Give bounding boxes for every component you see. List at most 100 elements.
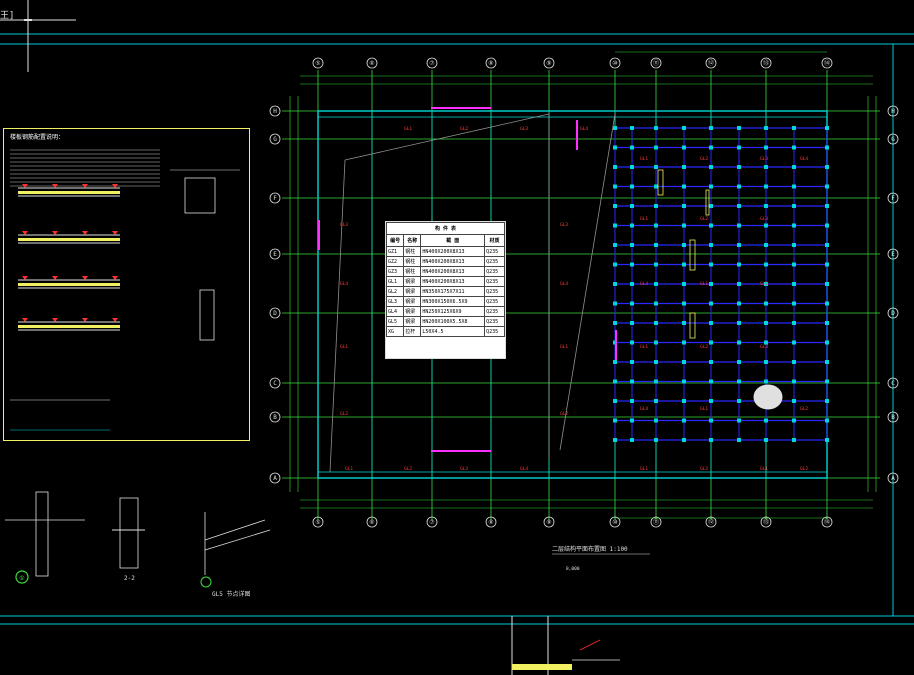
axis-bubble	[760, 516, 772, 528]
column-node	[737, 379, 741, 384]
column-node	[630, 379, 634, 384]
slab-boundary	[329, 159, 346, 473]
magenta-marker	[431, 107, 491, 109]
schedule-cell: 钢梁	[403, 286, 422, 297]
axis-bubble-label: ⑦	[429, 519, 434, 526]
column-node	[613, 145, 617, 150]
viewport-corner-tag[interactable]: 王]	[0, 11, 15, 21]
rebar-sketch	[52, 276, 58, 280]
beam-label: GL1	[640, 216, 648, 222]
beam-label: GL1	[340, 344, 348, 350]
axis-bubble	[366, 516, 378, 528]
axis-bubble-label: ⑭	[824, 59, 830, 67]
schedule-cell: HN400X200X8X13	[420, 266, 486, 277]
beam-label: GL4	[640, 406, 648, 412]
column-node	[709, 321, 713, 325]
column-node	[709, 262, 713, 267]
axis-bubble-label: D	[891, 310, 895, 317]
axis-bubble-label: H	[273, 108, 277, 115]
axis-bubble-label: G	[273, 136, 277, 143]
column-node	[654, 243, 658, 247]
column-node	[682, 243, 686, 247]
schedule-cell: XG	[385, 326, 405, 337]
column-node	[825, 126, 829, 130]
column-node	[792, 379, 796, 384]
column-node	[792, 321, 796, 325]
column-node	[630, 126, 634, 130]
beam-label: GL2	[800, 466, 808, 472]
column-node	[764, 126, 768, 130]
schedule-cell: Q235	[484, 306, 505, 317]
column-node	[825, 418, 829, 423]
rebar-sketch	[52, 318, 58, 322]
column-node	[825, 145, 829, 150]
beam-label: GL1	[640, 344, 648, 350]
schedule-cell: 拉杆	[403, 326, 422, 337]
column-node	[792, 165, 796, 169]
beam-label: GL2	[700, 344, 708, 350]
column-node	[630, 165, 634, 169]
axis-bubble-label: B	[273, 414, 277, 421]
plan-caption: 二层结构平面布置图 1:100	[552, 545, 628, 553]
schedule-cell: Q235	[484, 286, 505, 297]
notes-frame: 楼板钢筋配置说明：	[3, 128, 250, 441]
column-node	[737, 165, 741, 169]
schedule-cell: HN400X200X8X13	[420, 276, 486, 287]
plan-caption-note: 8,000	[566, 566, 580, 572]
schedule-cell: L50X4.5	[420, 326, 486, 337]
column-node	[764, 165, 768, 169]
magenta-marker	[615, 330, 617, 360]
column-node	[764, 321, 768, 325]
axis-bubble-label: B	[891, 414, 895, 421]
rebar-sketch	[112, 184, 118, 188]
schedule-cell: HN400X200X8X13	[420, 256, 486, 267]
axis-bubble	[705, 57, 717, 69]
column-node	[682, 282, 686, 286]
notes-title: 楼板钢筋配置说明：	[10, 134, 65, 141]
beam-label: GL2	[404, 466, 412, 472]
rebar-sketch	[82, 318, 88, 322]
column-node	[825, 243, 829, 247]
schedule-cell: HN400X200X8X13	[420, 246, 486, 257]
column-node	[792, 301, 796, 306]
schedule-cell: HN200X100X5.5X8	[420, 316, 486, 327]
beam-label: GL2	[760, 281, 768, 287]
axis-bubble-label: ⑩	[612, 519, 617, 526]
column-node	[792, 418, 796, 423]
column-node	[737, 126, 741, 130]
beam-label: GL3	[760, 216, 768, 222]
column-node	[630, 438, 634, 442]
column-node	[737, 262, 741, 267]
column-node	[709, 379, 713, 384]
schedule-cell: GZ2	[385, 256, 405, 267]
axis-bubble	[821, 516, 833, 528]
schedule-cell: GL3	[385, 296, 405, 307]
column-node	[792, 223, 796, 228]
detail-label: GL5 节点详图	[212, 590, 250, 598]
column-node	[825, 165, 829, 169]
axis-bubble-label: ⑨	[546, 60, 551, 67]
beam-label: GL4	[560, 281, 568, 287]
axis-bubble	[543, 57, 555, 69]
column-node	[613, 399, 617, 403]
rebar-sketch	[112, 231, 118, 235]
column-node	[709, 145, 713, 150]
rebar-sketch	[22, 231, 28, 235]
column-node	[613, 438, 617, 442]
column-node	[654, 165, 658, 169]
schedule-cell: Q235	[484, 316, 505, 327]
column-node	[764, 184, 768, 189]
magenta-marker	[318, 220, 320, 250]
column-node	[682, 262, 686, 267]
axis-bubble-label: A	[891, 475, 895, 482]
rebar-sketch	[18, 283, 120, 286]
column-node	[764, 301, 768, 306]
axis-bubble	[312, 57, 324, 69]
column-node	[654, 223, 658, 228]
column-node	[654, 301, 658, 306]
axis-bubble	[821, 57, 833, 69]
